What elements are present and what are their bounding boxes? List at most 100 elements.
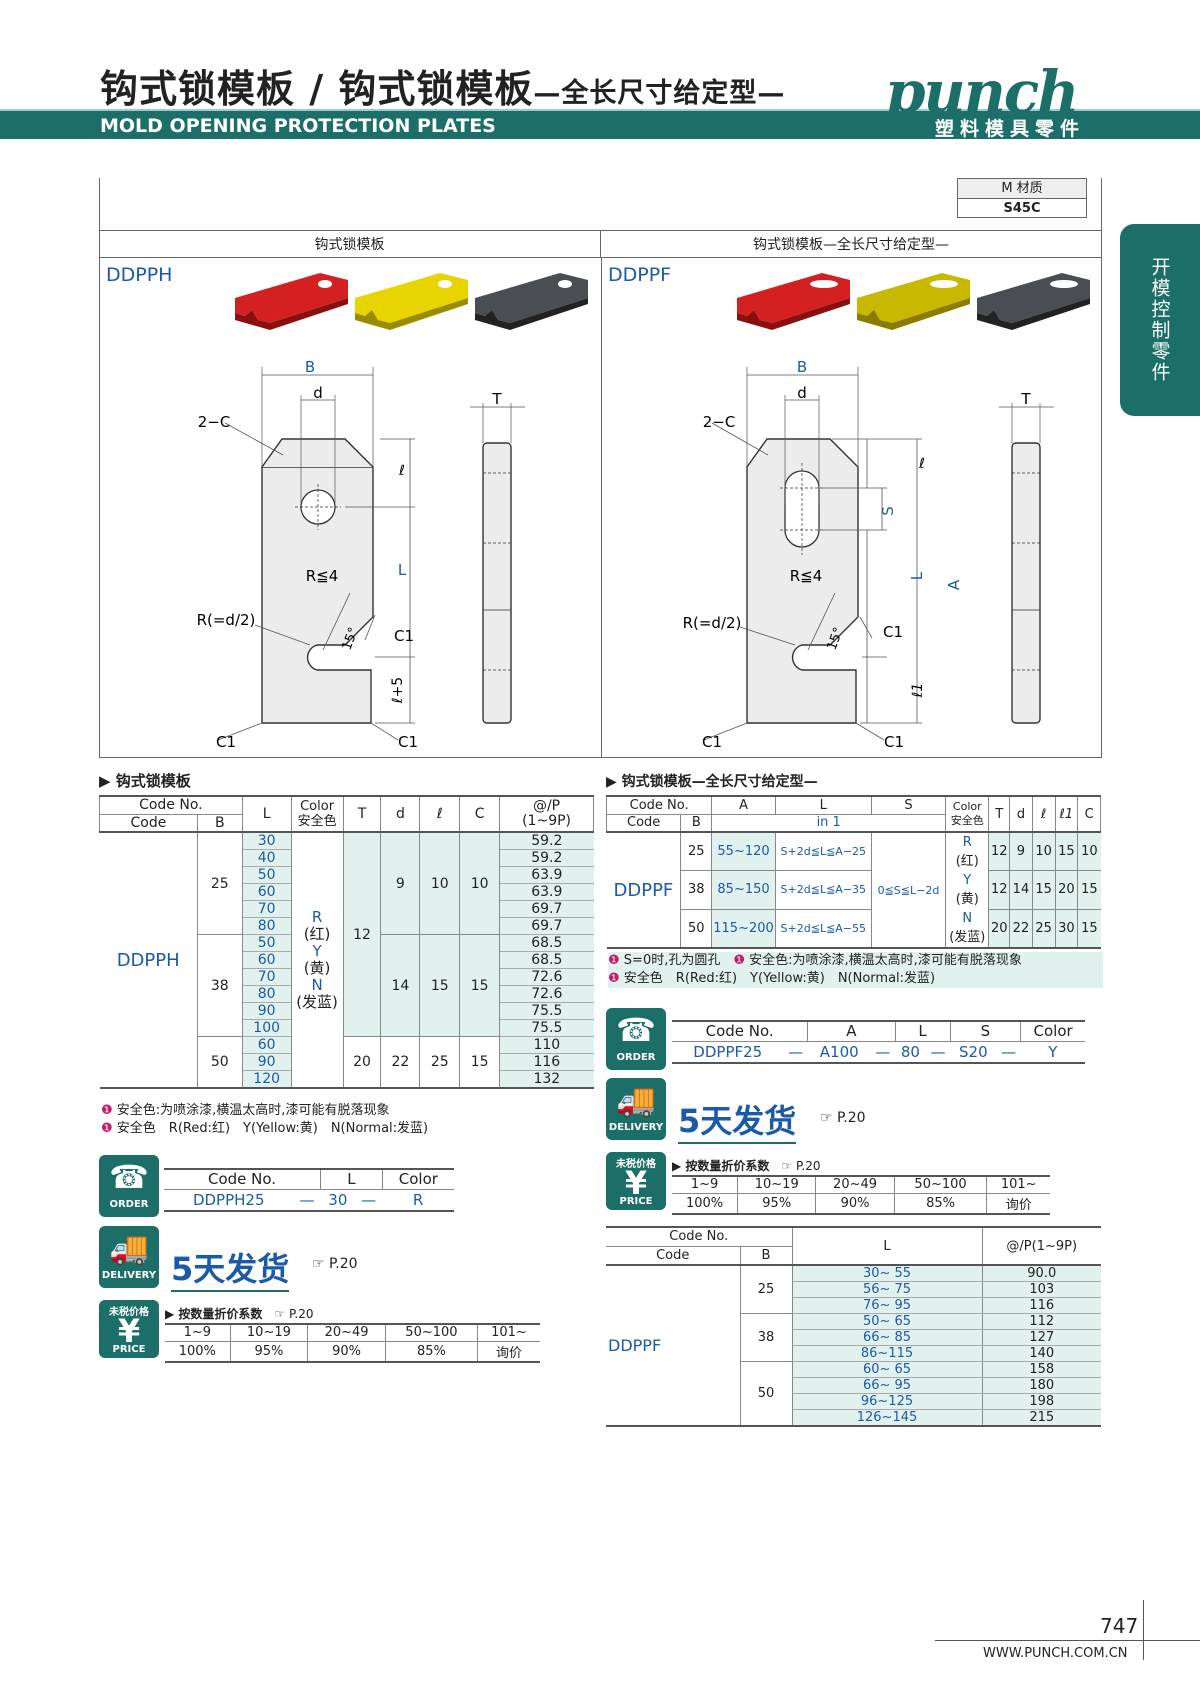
b-cell: 25 xyxy=(680,832,713,871)
C-cell: 10 xyxy=(459,832,501,935)
brand-logo: punch xyxy=(885,58,1079,126)
hdr-c: C xyxy=(459,796,501,832)
l-cell: 86~115 xyxy=(791,1345,983,1362)
price-cell: 69.7 xyxy=(499,917,594,935)
hdr-t: T xyxy=(342,796,382,832)
T-cell: 12 xyxy=(988,832,1011,871)
l-cell: 60 xyxy=(241,1036,292,1054)
footer-url[interactable]: WWW.PUNCH.COM.CN xyxy=(983,1646,1128,1661)
left-panel-title: 钩式锁模板 xyxy=(99,230,601,258)
price-cell: 180 xyxy=(981,1377,1101,1394)
material-box: M 材质 S45C xyxy=(957,178,1087,218)
price-cell: 215 xyxy=(981,1409,1101,1427)
hdr-b: B xyxy=(196,814,243,832)
dim-l-label: L xyxy=(398,561,407,579)
delivery-icon: 🚚DELIVERY xyxy=(99,1226,159,1288)
side-view xyxy=(482,442,512,724)
price-title: ▶ 按数量折价系数 ☞ P.20 xyxy=(165,1307,314,1321)
ell-cell: 25 xyxy=(1031,909,1056,948)
price-cell: 198 xyxy=(981,1393,1101,1410)
left-code-label: DDPPH xyxy=(106,264,173,286)
hdr-l: L xyxy=(241,796,292,832)
left-notes: ❶ 安全色:为喷涂漆,横温太高时,漆可能有脱落现象 ❶ 安全色 R(Red:红)… xyxy=(101,1102,596,1138)
drawing-frame xyxy=(99,178,1102,758)
T-cell: 20 xyxy=(988,909,1011,948)
ell-cell: 10 xyxy=(419,832,461,935)
color-cell: R(红)Y(黄)N(发蓝) xyxy=(945,832,990,948)
delivery-ref[interactable]: ☞ P.20 xyxy=(312,1256,358,1272)
l-cell: 80 xyxy=(241,917,292,935)
l-cell: 100 xyxy=(241,1019,292,1037)
l-cell: S+2d≦L≦A−55 xyxy=(774,909,872,948)
page-title: 钩式锁模板 / 钩式锁模板—全长尺寸给定型— xyxy=(100,67,786,111)
table-row: 70 72.6 xyxy=(100,968,594,986)
b-cell: 25 xyxy=(196,832,243,935)
l-cell: 66~ 85 xyxy=(791,1329,983,1346)
yellow-plate-image xyxy=(857,273,970,330)
red-plate-image xyxy=(737,273,850,330)
delivery-ref[interactable]: ☞ P.20 xyxy=(820,1110,866,1126)
gray-plate-image xyxy=(977,273,1090,330)
dim-ell-label: ℓ xyxy=(918,456,925,472)
dim-c1-bottom-left: C1 xyxy=(216,733,236,751)
dim-d-label: d xyxy=(313,384,323,402)
d-cell: 9 xyxy=(380,832,421,935)
l-cell: 96~125 xyxy=(791,1393,983,1410)
ell1-cell: 15 xyxy=(1054,832,1079,871)
material-label: M 材质 xyxy=(958,179,1086,199)
price-cell: 116 xyxy=(499,1053,594,1071)
table-row: 60 68.5 xyxy=(100,951,594,969)
price-cell: 158 xyxy=(981,1361,1101,1378)
b-cell: 38 xyxy=(680,870,713,910)
order-icon: ☎ORDER xyxy=(606,1008,666,1070)
dim-t-label: T xyxy=(491,390,502,408)
T-cell: 12 xyxy=(988,870,1011,910)
price-cell: 59.2 xyxy=(499,832,594,850)
C-cell: 15 xyxy=(1077,870,1101,910)
delivery-icon: 🚚DELIVERY xyxy=(606,1078,666,1140)
a-cell: 55~120 xyxy=(711,832,776,871)
left-note-2: ❶ 安全色 R(Red:红) Y(Yellow:黄) N(Normal:发蓝) xyxy=(101,1121,429,1136)
dim-s-label: S xyxy=(879,506,897,516)
gray-plate-image xyxy=(475,273,588,330)
dim-ell5-label: ℓ+5 xyxy=(390,677,406,704)
t-cell: 20 xyxy=(342,1036,382,1088)
l-cell: 50 xyxy=(241,866,292,884)
l-cell: 66~ 95 xyxy=(791,1377,983,1394)
right-code-label: DDPPF xyxy=(608,264,672,286)
right-section-title: ▶ 钩式锁模板—全长尺寸给定型— xyxy=(606,774,818,790)
footer-vline xyxy=(1143,1600,1144,1660)
dim-15deg-label: 15° xyxy=(340,625,362,652)
dim-b-label: B xyxy=(797,358,807,376)
d-cell: 14 xyxy=(380,934,421,1037)
ddpph-product-images xyxy=(235,273,588,330)
price-cell: 140 xyxy=(981,1345,1101,1362)
l-cell: 60 xyxy=(241,951,292,969)
delivery-text: 5天发货 xyxy=(678,1096,797,1144)
order-icon: ☎ORDER xyxy=(99,1155,159,1217)
panel-divider xyxy=(601,258,602,758)
b-cell: 38 xyxy=(739,1313,793,1362)
dim-r4-label: R≦4 xyxy=(790,567,823,585)
plate-outline xyxy=(261,466,374,724)
right-note-2: ❶ 安全色 R(Red:红) Y(Yellow:黄) N(Normal:发蓝) xyxy=(608,971,936,986)
price-cell: 72.6 xyxy=(499,968,594,986)
l-cell: 70 xyxy=(241,968,292,986)
l-cell: 70 xyxy=(241,900,292,918)
side-tab[interactable]: 开模控制零件 xyxy=(1120,224,1200,416)
price-cell: 68.5 xyxy=(499,951,594,969)
dim-b-label: B xyxy=(305,358,315,376)
